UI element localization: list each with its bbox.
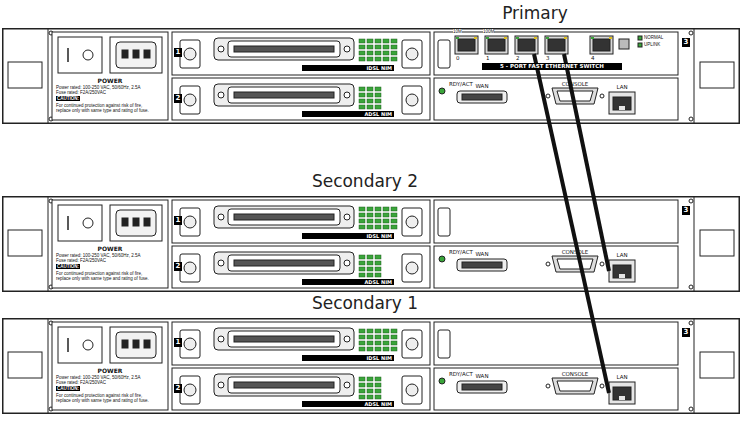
fine-print: replace only with same type and rating o… [56,398,149,403]
port-label: LAN [609,252,635,258]
unit-heading: Secondary 2 [265,171,465,191]
module-label: IDSL NIM [302,65,394,71]
port-number: 2 [516,55,520,61]
slot-number: 3 [682,328,690,337]
slot-number: 1 [174,48,182,57]
fine-print: Fuse rated: F2A/250VAC [56,258,106,263]
fine-print: 10M [453,29,462,34]
fine-print: replace only with same type and rating o… [56,108,149,113]
lan-port: LAN [609,260,635,282]
fine-print: Fuse rated: F2A/250VAC [56,380,106,385]
module-label: IDSL NIM [302,355,394,361]
connector-label: WAN [467,251,497,257]
connector-label: CONSOLE [550,81,600,87]
panel-label: POWER [62,367,158,374]
slot-number: 3 [682,38,690,47]
module-label: 5 - PORT FAST ETHERNET SWITCH [482,63,622,70]
port-number: 3 [546,55,550,61]
connector-label: RDY/ACT [449,249,473,255]
fine-print: Fuse rated: F2A/250VAC [56,90,106,95]
connector-label: CONSOLE [550,249,600,255]
unit-heading: Secondary 1 [265,293,465,313]
ethernet-port: 2 [515,36,538,54]
module-label: ADSL NIM [302,111,394,117]
panel-label: POWER [62,77,158,84]
connector-label: RDY/ACT [449,371,473,377]
ethernet-port: 3 [545,36,568,54]
fine-print: UPLINK [644,42,660,47]
port-number: 0 [456,55,460,61]
lan-port: LAN [609,382,635,404]
port-number: 4 [591,55,595,61]
caution-label: CAUTION: [56,386,80,391]
port-label: LAN [609,374,635,380]
module-label: ADSL NIM [302,401,394,407]
slot-number: 1 [174,216,182,225]
slot-number: 3 [682,206,690,215]
slot-number: 2 [174,262,182,271]
slot-number: 2 [174,94,182,103]
caution-label: CAUTION: [56,96,80,101]
connector-label: CONSOLE [550,371,600,377]
slot-number: 1 [174,338,182,347]
caution-label: CAUTION: [56,264,80,269]
module-label: IDSL NIM [302,233,394,239]
fine-print: 100M [483,29,494,34]
connector-label: LAN [609,84,635,90]
connector-label: WAN [467,83,497,89]
connector-label: WAN [467,373,497,379]
switch-module: 5 - PORT FAST ETHERNET SWITCH23 [434,32,678,75]
port-number: 1 [486,55,490,61]
fine-print: replace only with same type and rating o… [56,276,149,281]
ethernet-cable [534,54,609,393]
connector-label: RDY/ACT [449,81,473,87]
slot-number: 2 [174,384,182,393]
module-label: ADSL NIM [302,279,394,285]
fine-print: NORMAL [644,35,663,40]
unit-heading: Primary [435,3,635,23]
panel-label: POWER [62,245,158,252]
